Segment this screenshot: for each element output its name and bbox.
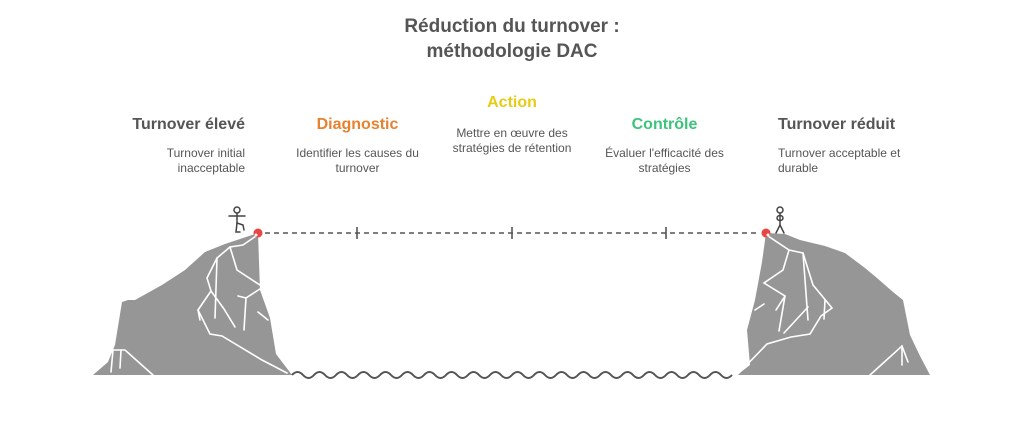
stage-end: Turnover réduit Turnover acceptable et d… — [778, 116, 938, 176]
stage-controle: Contrôle Évaluer l'efficacité des straté… — [592, 116, 737, 176]
stick-figure-walking-icon — [228, 206, 246, 233]
stage-action: Action Mettre en œuvre des stratégies de… — [437, 94, 587, 156]
stage-controle-description: Évaluer l'efficacité des stratégies — [605, 146, 724, 175]
cliff-right-icon — [736, 233, 930, 376]
stage-start: Turnover élevé Turnover initial inaccept… — [100, 116, 245, 176]
stage-action-title: Action — [487, 94, 537, 111]
wave-water-icon — [291, 371, 733, 379]
title-line-2: méthodologie DAC — [426, 41, 598, 62]
progress-path — [265, 227, 760, 239]
cliff-left-icon — [93, 233, 292, 376]
stage-diagnostic: Diagnostic Identifier les causes du turn… — [285, 116, 430, 176]
stage-start-description: Turnover initial inacceptable — [166, 146, 245, 175]
stage-end-description: Turnover acceptable et durable — [778, 146, 901, 175]
stage-controle-title: Contrôle — [631, 116, 698, 133]
stage-start-title: Turnover élevé — [132, 116, 245, 133]
stage-diagnostic-title: Diagnostic — [316, 116, 399, 133]
end-marker-icon — [761, 228, 771, 238]
stage-end-title: Turnover réduit — [778, 116, 896, 133]
title-line-1: Réduction du turnover : — [404, 16, 620, 37]
stage-diagnostic-description: Identifier les causes du turnover — [296, 146, 419, 175]
stage-action-description: Mettre en œuvre des stratégies de rétent… — [452, 126, 572, 155]
start-marker-icon — [253, 228, 263, 238]
stick-figure-standing-icon — [775, 206, 785, 234]
diagram-title: Réduction du turnover : méthodologie DAC — [0, 14, 1024, 64]
